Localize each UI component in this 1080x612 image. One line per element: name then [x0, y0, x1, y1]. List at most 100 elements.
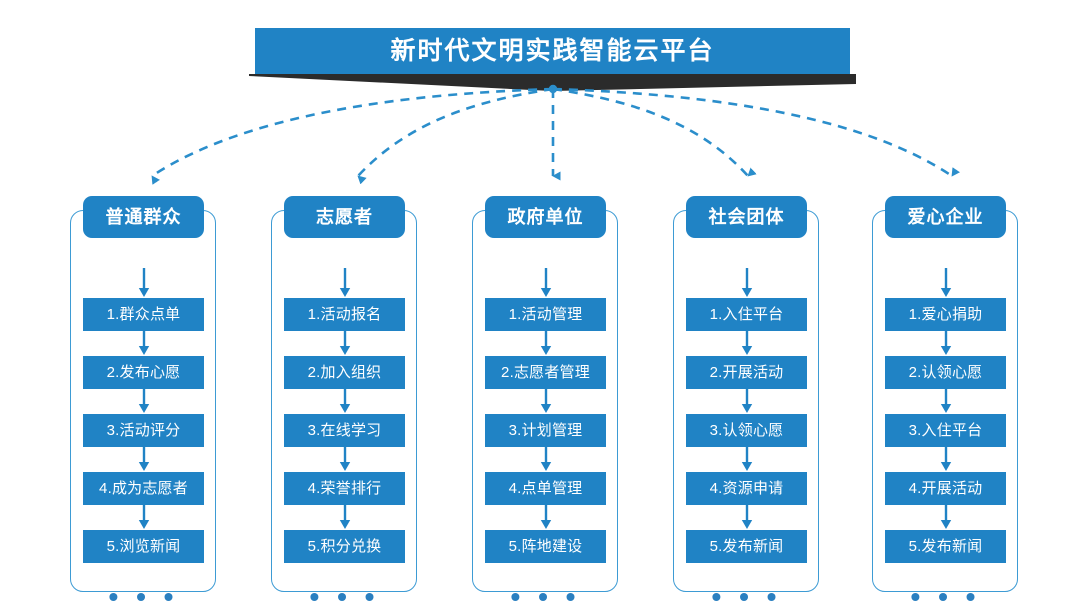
- role-header-label: 政府单位: [507, 207, 584, 227]
- step-item-label: 5.发布新闻: [908, 538, 983, 555]
- step-arrow-icon: [485, 268, 606, 298]
- step-item[interactable]: 2.开展活动: [686, 356, 807, 389]
- role-step-list-5: 1.爱心捐助 2.认领心愿 3.入住平台 4.开展活动 5.发布新闻 • • •: [885, 268, 1006, 611]
- step-arrow-icon: [284, 331, 405, 356]
- platform-banner-bar: 新时代文明实践智能云平台: [255, 28, 850, 74]
- step-arrow-icon: [83, 447, 204, 472]
- step-arrow-icon: [885, 268, 1006, 298]
- step-item[interactable]: 5.积分兑换: [284, 530, 405, 563]
- role-header-4[interactable]: 社会团体: [686, 196, 807, 238]
- step-item[interactable]: 1.爱心捐助: [885, 298, 1006, 331]
- step-item[interactable]: 5.发布新闻: [686, 530, 807, 563]
- step-item[interactable]: 5.发布新闻: [885, 530, 1006, 563]
- step-item-label: 5.浏览新闻: [106, 538, 181, 555]
- step-arrow-icon: [885, 389, 1006, 414]
- step-item[interactable]: 1.入住平台: [686, 298, 807, 331]
- step-item-label: 1.活动管理: [508, 306, 583, 323]
- step-item[interactable]: 3.活动评分: [83, 414, 204, 447]
- banner-ribbon-shadow: [249, 74, 856, 91]
- connector-to-column-2: [357, 87, 554, 185]
- step-item[interactable]: 3.认领心愿: [686, 414, 807, 447]
- step-item[interactable]: 2.志愿者管理: [485, 356, 606, 389]
- step-item-label: 1.爱心捐助: [908, 306, 983, 323]
- step-item-label: 5.发布新闻: [709, 538, 784, 555]
- step-arrow-icon: [686, 268, 807, 298]
- step-item-label: 4.荣誉排行: [307, 480, 382, 497]
- step-item-label: 3.认领心愿: [709, 422, 784, 439]
- step-arrow-icon: [284, 505, 405, 530]
- step-item-label: 4.开展活动: [908, 480, 983, 497]
- step-item[interactable]: 2.加入组织: [284, 356, 405, 389]
- role-column-政府单位: 政府单位 1.活动管理 2.志愿者管理 3.计划管理 4.点单管理 5.阵地建设: [472, 196, 618, 611]
- step-item[interactable]: 3.在线学习: [284, 414, 405, 447]
- step-item-label: 1.活动报名: [307, 306, 382, 323]
- step-item[interactable]: 3.入住平台: [885, 414, 1006, 447]
- step-arrow-icon: [83, 331, 204, 356]
- step-item[interactable]: 2.发布心愿: [83, 356, 204, 389]
- more-items-ellipsis: • • •: [910, 581, 981, 612]
- step-item[interactable]: 2.认领心愿: [885, 356, 1006, 389]
- step-item-label: 2.认领心愿: [908, 364, 983, 381]
- platform-title: 新时代文明实践智能云平台: [390, 36, 715, 65]
- role-header-2[interactable]: 志愿者: [284, 196, 405, 238]
- step-arrow-icon: [885, 331, 1006, 356]
- role-column-爱心企业: 爱心企业 1.爱心捐助 2.认领心愿 3.入住平台 4.开展活动 5.发布新闻: [872, 196, 1018, 611]
- step-item-label: 2.发布心愿: [106, 364, 181, 381]
- role-step-list-3: 1.活动管理 2.志愿者管理 3.计划管理 4.点单管理 5.阵地建设 • • …: [485, 268, 606, 611]
- step-item-label: 3.在线学习: [307, 422, 382, 439]
- role-column-普通群众: 普通群众 1.群众点单 2.发布心愿 3.活动评分 4.成为志愿者 5.浏览新闻: [70, 196, 216, 611]
- step-item-label: 3.活动评分: [106, 422, 181, 439]
- step-arrow-icon: [686, 331, 807, 356]
- role-header-1[interactable]: 普通群众: [83, 196, 204, 238]
- step-arrow-icon: [284, 389, 405, 414]
- step-item[interactable]: 4.成为志愿者: [83, 472, 204, 505]
- step-item[interactable]: 1.活动报名: [284, 298, 405, 331]
- step-arrow-icon: [83, 505, 204, 530]
- step-item-label: 4.成为志愿者: [99, 480, 188, 497]
- role-header-label: 志愿者: [316, 207, 373, 227]
- step-item-label: 1.入住平台: [709, 306, 784, 323]
- more-items-ellipsis: • • •: [108, 581, 179, 612]
- step-item[interactable]: 4.开展活动: [885, 472, 1006, 505]
- step-item[interactable]: 3.计划管理: [485, 414, 606, 447]
- step-item[interactable]: 1.群众点单: [83, 298, 204, 331]
- role-step-list-1: 1.群众点单 2.发布心愿 3.活动评分 4.成为志愿者 5.浏览新闻 • • …: [83, 268, 204, 611]
- step-item-label: 1.群众点单: [106, 306, 181, 323]
- step-arrow-icon: [686, 447, 807, 472]
- step-item[interactable]: 5.阵地建设: [485, 530, 606, 563]
- connector-hub: [548, 84, 558, 94]
- step-item[interactable]: 4.点单管理: [485, 472, 606, 505]
- step-item-label: 3.计划管理: [508, 422, 583, 439]
- step-arrow-icon: [485, 389, 606, 414]
- step-item[interactable]: 4.资源申请: [686, 472, 807, 505]
- role-header-3[interactable]: 政府单位: [485, 196, 606, 238]
- role-step-list-2: 1.活动报名 2.加入组织 3.在线学习 4.荣誉排行 5.积分兑换 • • •: [284, 268, 405, 611]
- role-header-label: 爱心企业: [907, 207, 984, 227]
- step-arrow-icon: [885, 505, 1006, 530]
- step-arrow-icon: [284, 268, 405, 298]
- step-arrow-icon: [485, 505, 606, 530]
- step-item[interactable]: 5.浏览新闻: [83, 530, 204, 563]
- step-item-label: 4.点单管理: [508, 480, 583, 497]
- more-items-ellipsis: • • •: [510, 581, 581, 612]
- step-item[interactable]: 4.荣誉排行: [284, 472, 405, 505]
- step-item-label: 2.加入组织: [307, 364, 382, 381]
- role-step-list-4: 1.入住平台 2.开展活动 3.认领心愿 4.资源申请 5.发布新闻 • • •: [686, 268, 807, 611]
- step-arrow-icon: [686, 389, 807, 414]
- more-items-ellipsis: • • •: [309, 581, 380, 612]
- step-item-label: 2.开展活动: [709, 364, 784, 381]
- step-item-label: 2.志愿者管理: [501, 364, 590, 381]
- step-arrow-icon: [83, 389, 204, 414]
- step-item-label: 5.积分兑换: [307, 538, 382, 555]
- step-arrow-icon: [284, 447, 405, 472]
- role-column-社会团体: 社会团体 1.入住平台 2.开展活动 3.认领心愿 4.资源申请 5.发布新闻: [673, 196, 819, 611]
- step-arrow-icon: [485, 447, 606, 472]
- step-item[interactable]: 1.活动管理: [485, 298, 606, 331]
- connector-to-column-5: [552, 87, 960, 178]
- role-header-5[interactable]: 爱心企业: [885, 196, 1006, 238]
- connector-to-column-4: [552, 87, 757, 177]
- step-arrow-icon: [485, 331, 606, 356]
- banner-chevron-icon: [802, 88, 816, 99]
- step-item-label: 4.资源申请: [709, 480, 784, 497]
- more-items-ellipsis: • • •: [711, 581, 782, 612]
